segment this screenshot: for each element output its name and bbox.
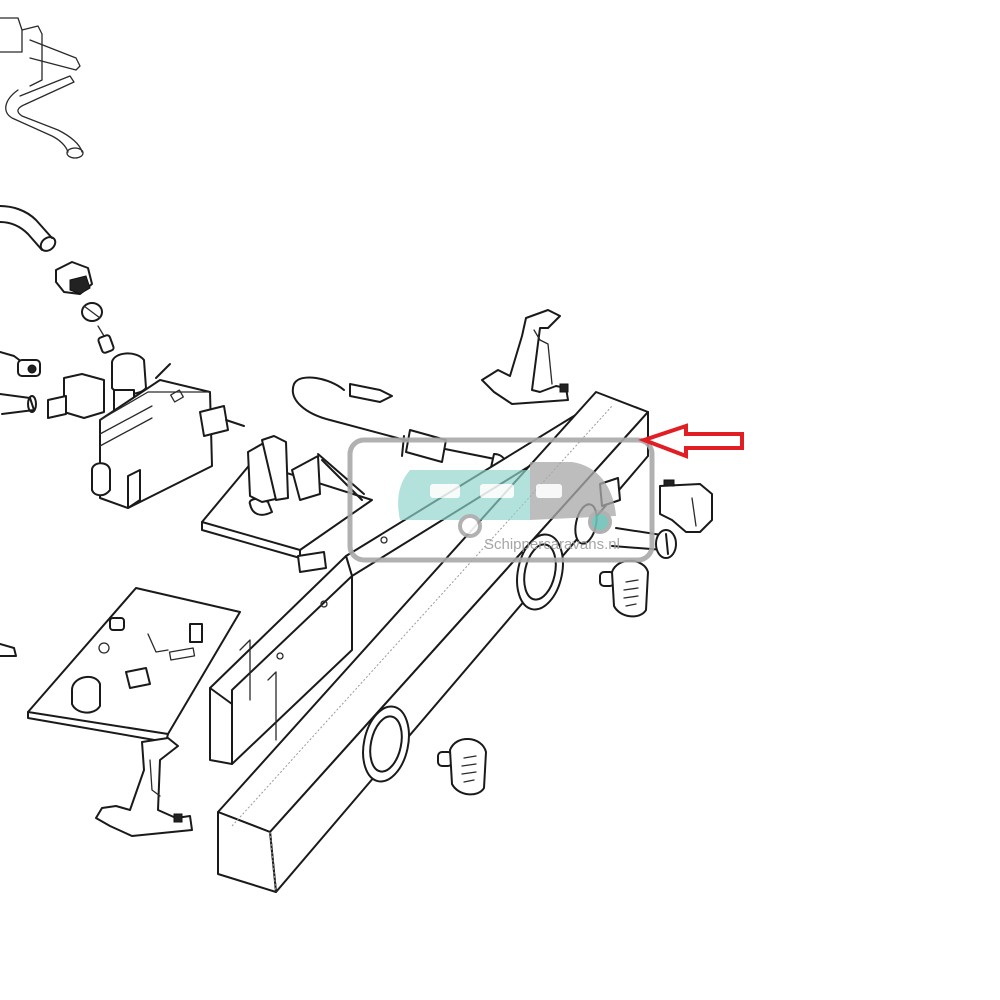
- mounting-plate: [201, 461, 373, 573]
- igniter-switch: [247, 435, 365, 503]
- olive: [81, 302, 103, 322]
- watermark-text: Schippercaravans.nl: [484, 536, 620, 553]
- gas-valve: [47, 352, 245, 509]
- control-pcb: [27, 587, 241, 743]
- bracket-top: [481, 309, 569, 405]
- side-fittings: [0, 351, 41, 415]
- knob-1: [599, 559, 649, 618]
- gas-pipe-bend: [0, 17, 84, 159]
- nut: [55, 261, 93, 295]
- rocker-switch: [659, 479, 713, 533]
- bracket-bottom: [95, 737, 193, 837]
- pipe-tube: [0, 205, 57, 252]
- stray-part: [0, 643, 17, 657]
- watermark: Schippercaravans.nl: [347, 437, 655, 563]
- jet: [97, 325, 115, 354]
- knob-2: [437, 738, 487, 796]
- spindle-adapter: [611, 527, 677, 559]
- highlight-arrow: [638, 423, 744, 459]
